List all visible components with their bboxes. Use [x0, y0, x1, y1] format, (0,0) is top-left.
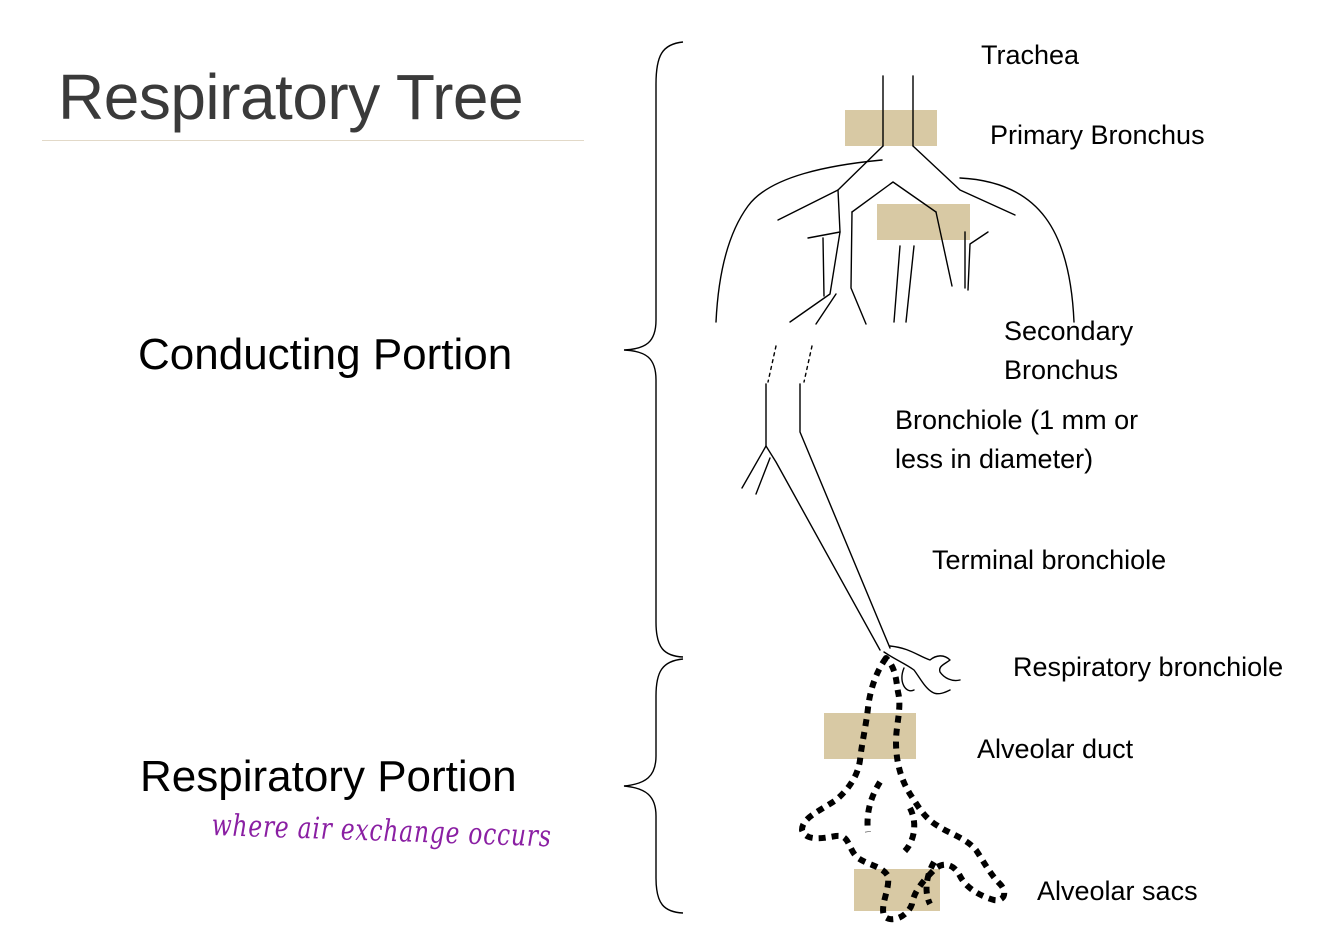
- bronchiole-label: Bronchiole (1 mm or less in diameter): [895, 401, 1138, 479]
- alveolar-duct-highlight: [824, 713, 916, 759]
- title-underline: [42, 140, 584, 141]
- secondary-bronchus-label: Secondary Bronchus: [1004, 312, 1133, 390]
- terminal-bronchiole-label: Terminal bronchiole: [932, 545, 1167, 575]
- respiratory-brace: [623, 658, 684, 914]
- primary-bronchus-label: Primary Bronchus: [990, 120, 1205, 150]
- respiratory-bronchiole-label: Respiratory bronchiole: [1013, 652, 1284, 682]
- respiratory-portion-label: Respiratory Portion: [140, 752, 517, 801]
- primary-bronchus-highlight: [845, 110, 937, 146]
- secondary-bronchus-label-line2: Bronchus: [1004, 355, 1119, 385]
- bronchiole-label-line2: less in diameter): [895, 444, 1094, 474]
- alveolar-sacs-label: Alveolar sacs: [1037, 876, 1198, 906]
- alveolar-structures: [799, 655, 1008, 923]
- conducting-portion-label: Conducting Portion: [138, 330, 513, 379]
- bronchiole-label-line1: Bronchiole (1 mm or: [895, 405, 1139, 435]
- conducting-brace: [623, 41, 684, 658]
- secondary-bronchus-label-line1: Secondary: [1004, 316, 1134, 346]
- trachea-label: Trachea: [981, 40, 1080, 70]
- bronchial-tree: [715, 75, 1075, 695]
- secondary-bronchus-highlight: [877, 204, 970, 240]
- slide-title: Respiratory Tree: [58, 61, 524, 133]
- alveolar-duct-label: Alveolar duct: [977, 734, 1134, 764]
